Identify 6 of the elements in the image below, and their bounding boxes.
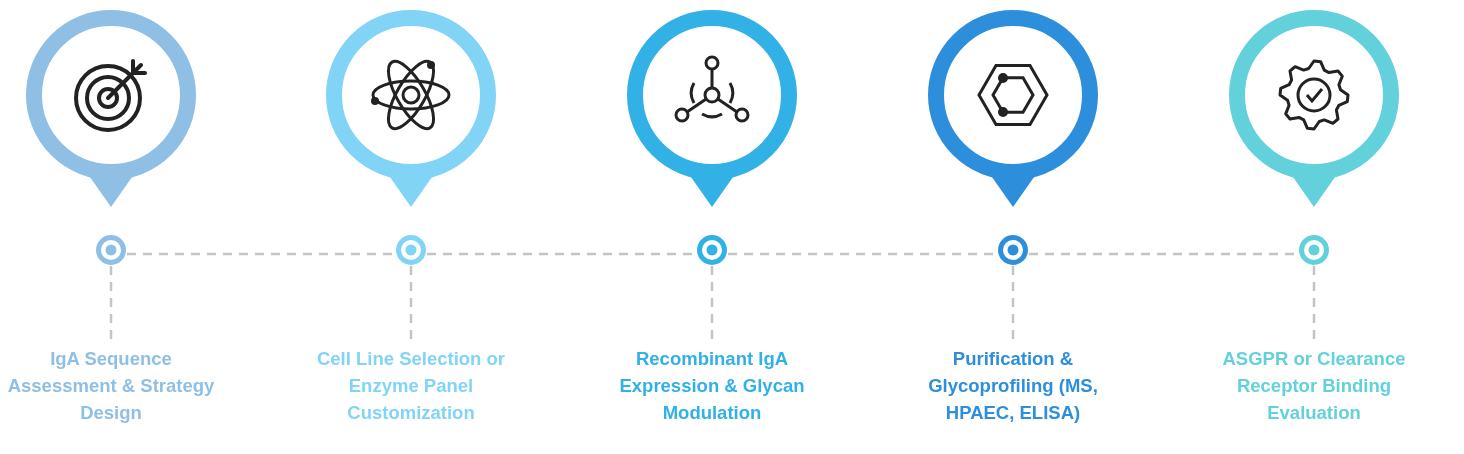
step-label: IgA Sequence Assessment & Strategy Design — [4, 345, 218, 426]
step-label: Purification & Glycoprofiling (MS, HPAEC, ELISA) — [906, 345, 1120, 426]
step-label: Cell Line Selection or Enzyme Panel Customization — [304, 345, 518, 426]
step-label: ASGPR or Clearance Receptor Binding Evaluation — [1207, 345, 1421, 426]
connector-line — [127, 252, 395, 256]
step-label: Recombinant IgA Expression & Glycan Modulation — [605, 345, 819, 426]
